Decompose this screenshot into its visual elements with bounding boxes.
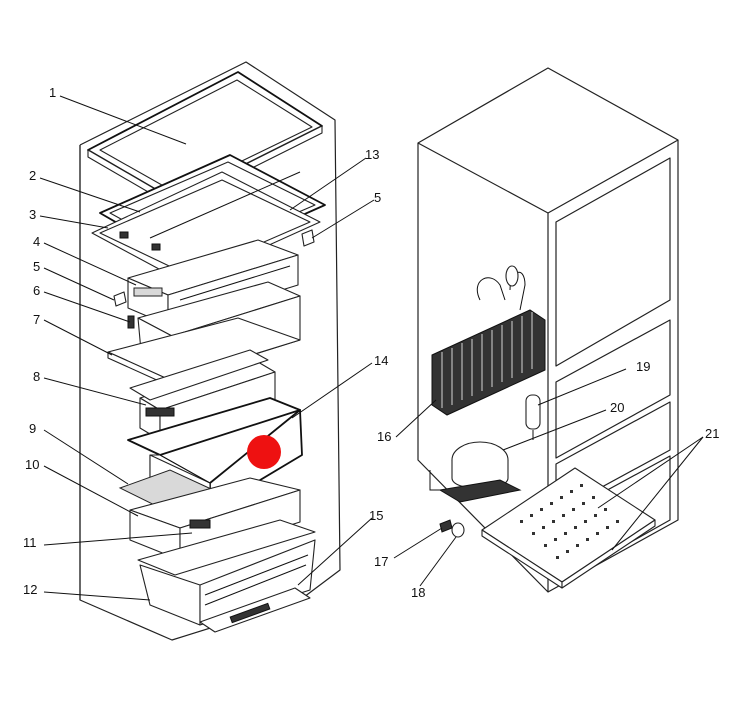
label-12: 12 xyxy=(23,582,37,597)
part-labels: 1 2 3 4 5 6 7 8 9 10 11 12 13 5 14 15 16… xyxy=(23,85,719,600)
label-13: 13 xyxy=(365,147,379,162)
label-20: 20 xyxy=(610,400,624,415)
label-11: 11 xyxy=(23,535,37,550)
part-16-condenser xyxy=(431,265,546,416)
part-8-middle-drawer xyxy=(129,349,276,441)
label-21: 21 xyxy=(705,426,719,441)
part-6-7-tray-shelf xyxy=(107,281,301,387)
part-12-15-bottom-basket xyxy=(137,519,316,633)
fridge-interior-cabinet xyxy=(79,61,341,641)
label-19: 19 xyxy=(636,359,650,374)
label-16: 16 xyxy=(377,429,391,444)
label-14: 14 xyxy=(374,353,388,368)
leader-lines xyxy=(39,95,704,601)
label-4: 4 xyxy=(33,234,40,249)
label-10: 10 xyxy=(25,457,39,472)
part-21-base-tray xyxy=(481,467,656,589)
label-8: 8 xyxy=(33,369,40,384)
label-6: 6 xyxy=(33,283,40,298)
label-1: 1 xyxy=(49,85,56,100)
label-2: 2 xyxy=(29,168,36,183)
label-5-left: 5 xyxy=(33,259,40,274)
part-17-18-connectors xyxy=(439,519,465,538)
label-5-right: 5 xyxy=(374,190,381,205)
label-18: 18 xyxy=(411,585,425,600)
part-5-clip-right xyxy=(301,229,315,247)
part-5-clip-left xyxy=(113,291,127,307)
label-15: 15 xyxy=(369,508,383,523)
label-17: 17 xyxy=(374,554,388,569)
part-2-3-13-shelf-frame xyxy=(91,154,326,284)
part-20-compressor xyxy=(429,441,522,503)
part-19-filter-drier xyxy=(525,394,541,440)
red-marker-dot xyxy=(247,435,281,469)
label-9: 9 xyxy=(29,421,36,436)
label-3: 3 xyxy=(29,207,36,222)
label-7: 7 xyxy=(33,312,40,327)
